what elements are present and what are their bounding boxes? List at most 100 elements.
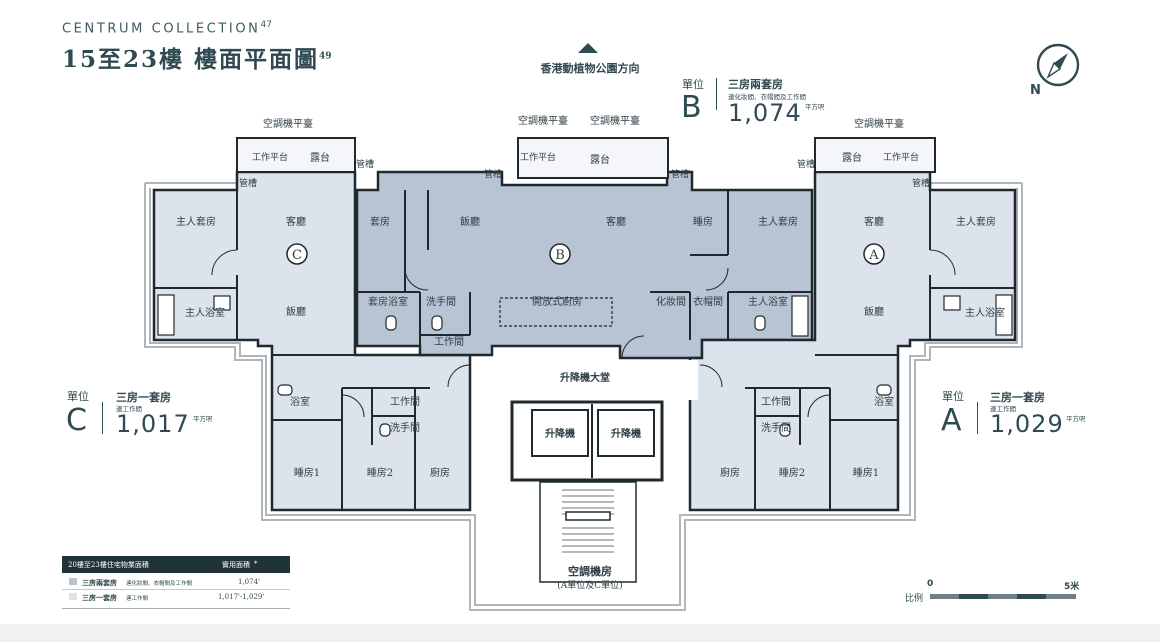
unit-c-type: 三房一套房 (116, 391, 171, 404)
scale-start: 0 (927, 579, 934, 589)
unit-c-note: 連工作間 (116, 405, 142, 413)
bathroom-fixtures (157, 294, 1013, 437)
unit-b-type: 三房兩套房 (728, 78, 783, 91)
interior-walls (154, 190, 1015, 510)
room-label: 浴室 (290, 395, 310, 408)
unit-b-label: 單位 (682, 78, 704, 91)
page-title: 15至23樓 樓面平面圖49 (62, 46, 332, 73)
room-label: 空調機平臺 (263, 117, 313, 130)
room-label: 工作間 (434, 336, 464, 348)
unit-b-area: 1,074 (728, 99, 802, 127)
unit-a-room-labels: 主人套房 客廳 飯廳 主人浴室 浴室 睡房1 睡房2 廚房 工作間 洗手間 工作… (720, 117, 1005, 479)
scale-end: 5米 (1064, 582, 1080, 592)
core-labels: 升降機大堂 升降機 升降機 空調機房 (A單位及C單位) (545, 371, 641, 591)
unit-a-area: 1,029 (990, 410, 1064, 438)
unit-b-divider (716, 78, 717, 110)
room-label: 飯廳 (460, 215, 480, 228)
unit-a-area-unit: 平方呎 (1066, 415, 1086, 423)
room-label: 工作間 (761, 396, 791, 408)
room-label: 管槽 (356, 158, 374, 170)
ac-room-label: 空調機房 (568, 564, 612, 578)
legend-column-mark: * (254, 560, 258, 568)
unit-c-label: 單位 (67, 390, 89, 403)
room-label: 露台 (590, 153, 610, 166)
brand-title: CENTRUM COLLECTION47 (62, 20, 272, 37)
legend-column-title: 實用面積 (222, 561, 250, 569)
door-swings (211, 249, 956, 418)
unit-c-divider (102, 402, 103, 434)
legend-row-note: 連工作間 (126, 596, 149, 602)
unit-c-room-labels: 主人套房 客廳 飯廳 主人浴室 浴室 睡房1 睡房2 廚房 工作間 洗手間 工作… (176, 117, 450, 479)
unit-a-marker: A (863, 243, 885, 265)
ac-room-note: (A單位及C單位) (557, 579, 622, 591)
north-label: N (1030, 83, 1041, 98)
room-label: 化妝間 (656, 295, 686, 308)
room-label: 空調機平臺 (590, 114, 640, 127)
unit-b-marker: B (549, 243, 571, 265)
unit-c-area: 1,017 (116, 410, 190, 438)
north-arrow-icon (578, 43, 598, 53)
lift-label: 升降機 (545, 427, 575, 440)
room-label: 睡房2 (367, 466, 393, 479)
unit-a-type: 三房一套房 (990, 391, 1045, 404)
scale-label: 比例 (905, 594, 924, 604)
legend-row-area: 1,017'-1,029' (218, 593, 265, 601)
room-label: 工作平台 (883, 151, 919, 163)
floor-plan-drawing: C B A 主人套房 客廳 飯廳 主人浴室 浴室 睡房1 睡房2 廚房 工作間 … (144, 114, 1023, 611)
room-label: 露台 (310, 151, 330, 164)
room-label: 管槽 (239, 177, 257, 189)
legend-row-type: 三房兩套房 (82, 578, 117, 587)
room-label: 客廳 (606, 215, 626, 228)
room-label: 睡房1 (853, 466, 879, 479)
core-area (472, 360, 698, 583)
unit-b-area-unit: 平方呎 (805, 103, 825, 111)
room-label: 工作間 (390, 396, 420, 408)
room-label: 主人套房 (176, 215, 216, 228)
room-label: 主人套房 (956, 215, 996, 228)
room-label: 主人浴室 (185, 306, 225, 319)
room-label: 空調機平臺 (854, 117, 904, 130)
room-label: 管槽 (797, 158, 815, 170)
room-label: 廚房 (720, 466, 740, 479)
room-label: 空調機平臺 (518, 114, 568, 127)
room-label: 管槽 (912, 177, 930, 189)
compass-icon (1036, 43, 1080, 87)
room-label: 露台 (842, 151, 862, 164)
room-label: 客廳 (286, 215, 306, 228)
legend-row-note: 連化妝間、衣帽間及工作間 (126, 581, 193, 587)
room-label: 開放式廚房 (532, 295, 582, 308)
room-label: 主人套房 (758, 215, 798, 228)
unit-c-letter: C (66, 403, 87, 438)
floor-plan-page: CENTRUM COLLECTION47 15至23樓 樓面平面圖49 香港動植… (0, 0, 1160, 624)
lift-lobby-label: 升降機大堂 (560, 371, 610, 384)
unit-c-marker: C (286, 243, 308, 265)
area-legend: 20樓至23樓住宅物業面積 實用面積 * 三房兩套房 連化妝間、衣帽間及工作間 … (62, 556, 290, 609)
unit-b-note: 連化妝間、衣帽間及工作間 (728, 93, 806, 101)
legend-header: 20樓至23樓住宅物業面積 實用面積 * (62, 556, 290, 573)
room-label: 浴室 (874, 395, 894, 408)
room-label: 主人浴室 (965, 306, 1005, 319)
legend-swatch (69, 578, 77, 585)
room-label: 套房浴室 (368, 295, 408, 308)
room-label: 管槽 (671, 168, 689, 180)
room-label: 睡房2 (779, 466, 805, 479)
lift-label: 升降機 (611, 427, 641, 440)
unit-c-marker-label: C (292, 248, 302, 263)
scale-bar (930, 594, 1076, 599)
unit-a-letter: A (941, 403, 962, 438)
unit-a-note: 連工作間 (990, 405, 1016, 413)
park-direction-label: 香港動植物公園方向 (540, 62, 640, 75)
unit-a-divider (977, 402, 978, 434)
legend-swatch (69, 593, 77, 600)
room-label: 洗手間 (761, 421, 791, 434)
room-label: 睡房 (693, 215, 713, 228)
unit-a-marker-label: A (868, 248, 879, 263)
room-label: 睡房1 (294, 466, 320, 479)
title-footnote: 49 (319, 51, 332, 62)
brand-footnote: 47 (260, 20, 272, 30)
room-label: 主人浴室 (748, 295, 788, 308)
unit-a-label: 單位 (942, 390, 964, 403)
room-label: 廚房 (430, 466, 450, 479)
room-label: 管槽 (484, 168, 502, 180)
room-label: 套房 (370, 215, 390, 228)
